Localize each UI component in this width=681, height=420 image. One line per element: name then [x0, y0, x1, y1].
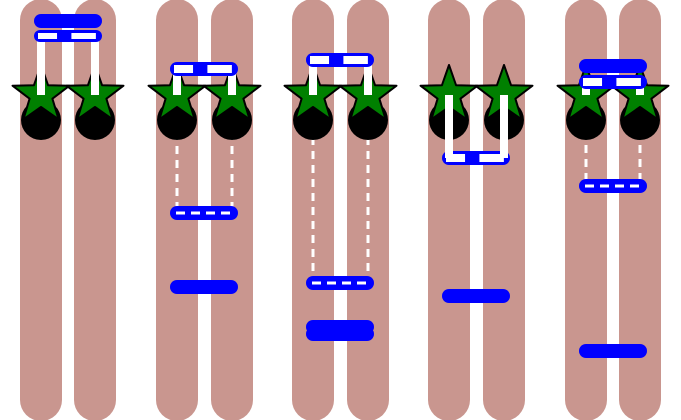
- lower-bar-2: [170, 280, 238, 294]
- top-bar-2-highlight: [583, 78, 603, 86]
- lower-bar-1-highlight: [446, 154, 466, 162]
- top-bar-1: [579, 59, 647, 73]
- lower-bar-1: [306, 276, 374, 290]
- panel-1: [11, 0, 125, 420]
- lower-bar-1: [579, 179, 647, 193]
- panel-4: [419, 0, 534, 420]
- top-bar-2-highlight: [38, 33, 58, 39]
- panel-3: [283, 0, 398, 420]
- top-bar-1-highlight: [207, 65, 232, 73]
- top-bar-1: [34, 14, 102, 28]
- top-bar-1-highlight: [310, 56, 330, 64]
- top-bar-2-highlight: [616, 78, 641, 86]
- top-bar-2-highlight: [71, 33, 96, 39]
- lower-bar-3: [306, 327, 374, 341]
- panel-2: [147, 0, 262, 420]
- top-bar-1-highlight: [343, 56, 368, 64]
- lower-bar-2: [579, 344, 647, 358]
- lower-bar-2: [442, 289, 510, 303]
- panel-5: [556, 0, 670, 420]
- lower-bar-1: [170, 206, 238, 220]
- lower-bar-1-highlight: [479, 154, 504, 162]
- top-bar-1-highlight: [174, 65, 194, 73]
